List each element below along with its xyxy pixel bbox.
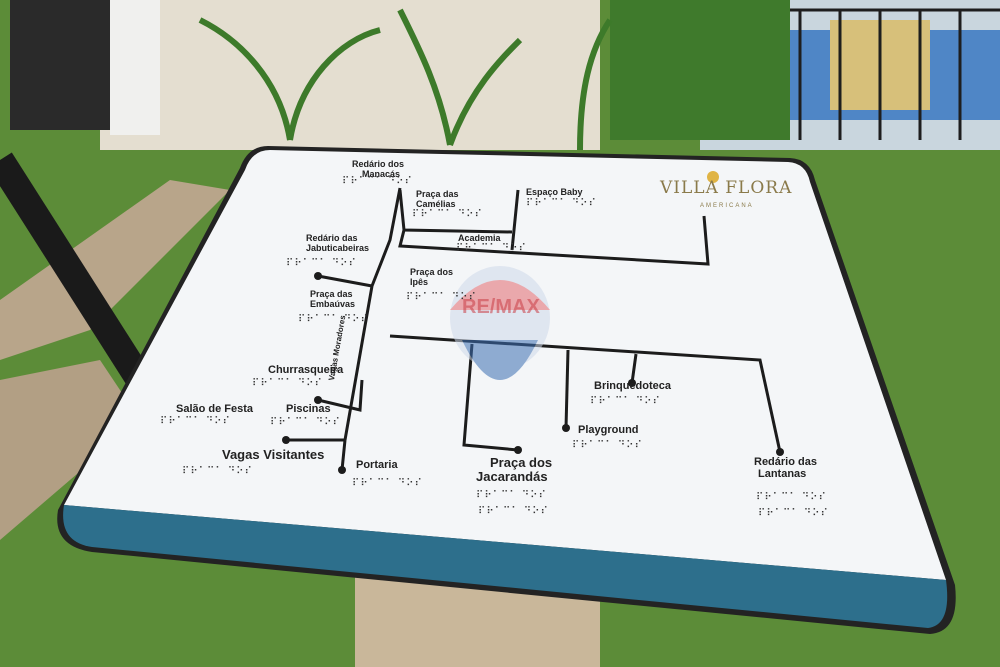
braille-text: ⠏⠗⠁⠉⠁ ⠙⠕⠎	[756, 492, 827, 503]
braille-text: ⠏⠗⠁⠉⠁ ⠙⠕⠎	[252, 378, 323, 389]
label-espaco-baby: Espaço Baby	[526, 187, 583, 197]
label-playground: Playground	[578, 424, 639, 436]
stone-path-lower	[0, 360, 140, 540]
braille-text: ⠏⠗⠁⠉⠁ ⠙⠕⠎	[476, 490, 547, 501]
braille-text: ⠏⠗⠁⠉⠁ ⠙⠕⠎	[406, 292, 477, 303]
braille-text: ⠏⠗⠁⠉⠁ ⠙⠕⠎	[286, 258, 357, 269]
braille-text: ⠏⠗⠁⠉⠁ ⠙⠕⠎	[182, 466, 253, 477]
label-piscinas: Piscinas	[286, 403, 331, 415]
watermark-text: RE/MAX	[462, 296, 540, 318]
braille-text: ⠏⠗⠁⠉⠁ ⠙⠕⠎	[412, 209, 483, 220]
label-brinquedoteca: Brinquedoteca	[594, 380, 672, 392]
building-wall	[100, 0, 600, 150]
brand-name: VILLA FLORA	[660, 178, 793, 198]
door-frame	[110, 0, 160, 135]
hedge	[610, 0, 790, 140]
braille-text: ⠏⠗⠁⠉⠁ ⠙⠕⠎	[160, 416, 231, 427]
brand-subtitle: AMERICANA	[700, 203, 754, 209]
route-dots	[282, 272, 784, 474]
sign-blue-band	[63, 505, 948, 628]
braille-text: ⠏⠗⠁⠉⠁ ⠙⠕⠎	[478, 506, 549, 517]
braille-text: ⠏⠗⠁⠉⠁ ⠙⠕⠎	[590, 396, 661, 407]
braille-text: ⠏⠗⠁⠉⠁ ⠙⠕⠎	[456, 243, 527, 254]
braille-text: ⠏⠗⠁⠉⠁ ⠙⠕⠎	[526, 198, 597, 209]
label-churrasqueira: Churrasqueira	[268, 364, 344, 376]
braille-text: ⠏⠗⠁⠉⠁ ⠙⠕⠎	[352, 478, 423, 489]
braille-text: ⠏⠗⠁⠉⠁ ⠙⠕⠎	[572, 440, 643, 451]
braille-text: ⠏⠗⠁⠉⠁ ⠙⠕⠎	[298, 314, 369, 325]
balloon-logo	[450, 266, 550, 380]
braille-text: ⠏⠗⠁⠉⠁ ⠙⠕⠎	[270, 417, 341, 428]
stone-path	[0, 180, 230, 360]
flower-logo-icon	[707, 171, 719, 183]
label-vagas-visitantes: Vagas Visitantes	[222, 447, 325, 462]
braille-text: ⠏⠗⠁⠉⠁ ⠙⠕⠎	[342, 176, 413, 187]
braille-text: ⠏⠗⠁⠉⠁ ⠙⠕⠎	[758, 508, 829, 519]
label-portaria: Portaria	[356, 459, 398, 471]
label-academia: Academia	[458, 233, 501, 243]
label-salao-festa: Salão de Festa	[176, 403, 254, 415]
sign-pole	[0, 152, 152, 388]
palm-plants	[198, 8, 613, 151]
